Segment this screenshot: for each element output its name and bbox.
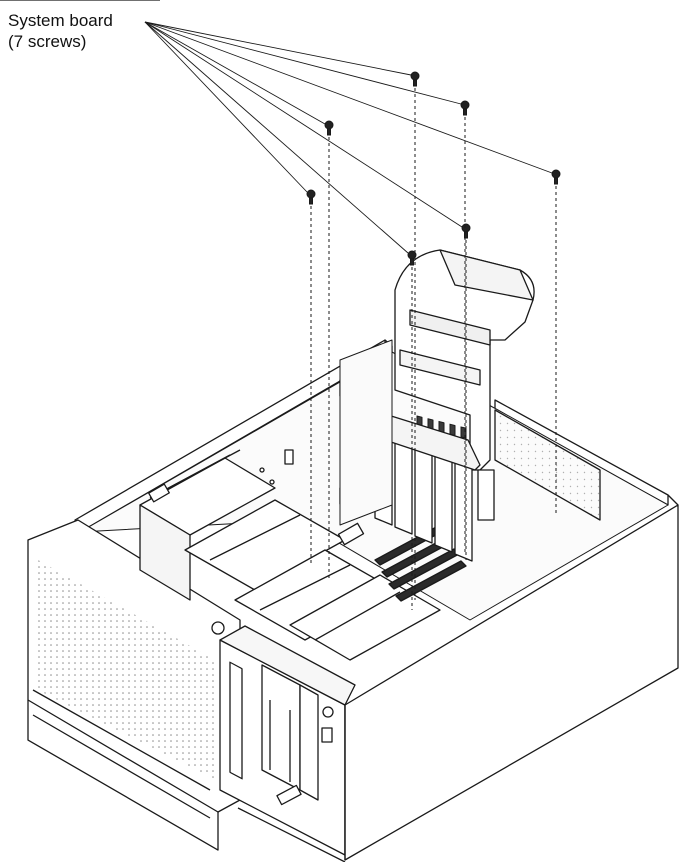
screw-7 bbox=[407, 250, 417, 266]
baffle-latch-row bbox=[409, 309, 491, 346]
chassis-interior-back bbox=[339, 339, 393, 526]
drive-cage-connector bbox=[148, 483, 170, 503]
screw-3 bbox=[324, 120, 334, 136]
baffle-top-cap bbox=[439, 249, 534, 301]
front-usb-port-icon bbox=[322, 706, 334, 718]
front-bezel-perforation bbox=[38, 560, 215, 780]
memory-slot-4 bbox=[395, 560, 467, 602]
front-usb-ports bbox=[276, 784, 302, 806]
drive-bay-top bbox=[219, 625, 356, 706]
callout-title: System board bbox=[8, 11, 113, 30]
screw-2 bbox=[460, 100, 470, 116]
optical-drive-1 bbox=[261, 664, 301, 791]
callout-subtitle: (7 screws) bbox=[8, 32, 87, 51]
screw-6 bbox=[461, 223, 471, 239]
screws bbox=[306, 71, 561, 266]
pci-card-guides bbox=[371, 409, 481, 562]
chassis-rear-panel bbox=[494, 409, 601, 521]
screw-4 bbox=[551, 169, 561, 185]
screw-callout-label: System board (7 screws) bbox=[8, 10, 113, 52]
power-button-icon bbox=[211, 621, 225, 635]
board-connector bbox=[337, 522, 365, 546]
screw-guide-lines bbox=[310, 88, 557, 610]
drive-slot-1 bbox=[229, 661, 243, 780]
screw-5 bbox=[306, 189, 316, 205]
screw-1 bbox=[410, 71, 420, 87]
optical-drive-2 bbox=[299, 684, 319, 801]
callout-leader-lines bbox=[144, 21, 553, 254]
